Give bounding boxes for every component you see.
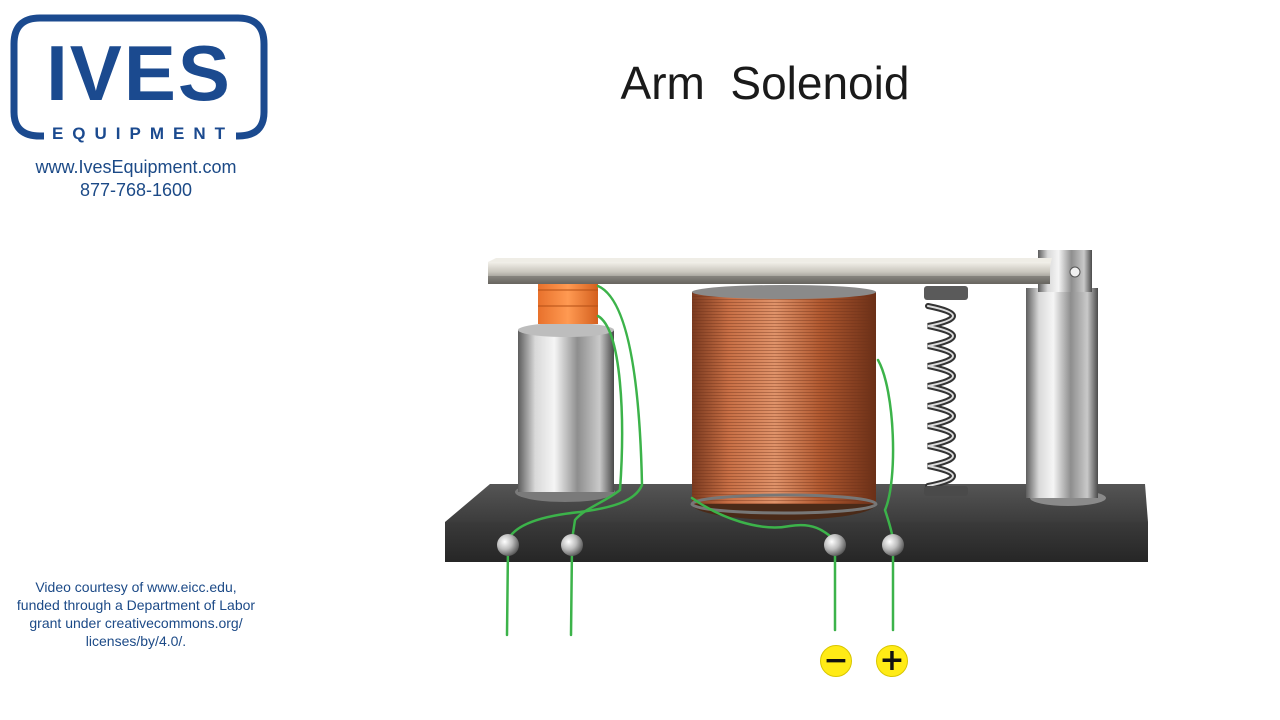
copper-coil: [690, 285, 878, 520]
negative-terminal-icon: −: [820, 645, 852, 677]
contact-info: www.IvesEquipment.com 877-768-1600: [0, 156, 272, 202]
logo-wordmark: IVES: [46, 29, 232, 117]
armature-arm: [488, 258, 1052, 284]
credit-line: Video courtesy of www.eicc.edu,: [35, 579, 237, 595]
wiring: [505, 284, 895, 637]
positive-terminal-icon: +: [876, 645, 908, 677]
credit-line: licenses/by/4.0/.: [85, 633, 187, 649]
pivot-post: [1026, 250, 1106, 506]
terminal-screws: [497, 534, 904, 556]
core-cylinder: [515, 323, 615, 502]
phone-number: 877-768-1600: [79, 180, 193, 200]
ives-logo[interactable]: IVES EQUIPMENT: [10, 14, 268, 144]
logo-frame: [10, 14, 268, 140]
website-link[interactable]: www.IvesEquipment.com: [35, 157, 237, 177]
arm-solenoid-diagram: [445, 250, 1148, 637]
video-credit: Video courtesy of www.eicc.edu, funded t…: [0, 578, 272, 650]
credit-line: grant under creativecommons.org/: [29, 615, 243, 631]
credit-line: funded through a Department of Labor: [16, 597, 256, 613]
return-spring: [924, 286, 968, 496]
page-title: Arm Solenoid: [620, 57, 910, 109]
logo-subtitle: EQUIPMENT: [51, 124, 235, 143]
